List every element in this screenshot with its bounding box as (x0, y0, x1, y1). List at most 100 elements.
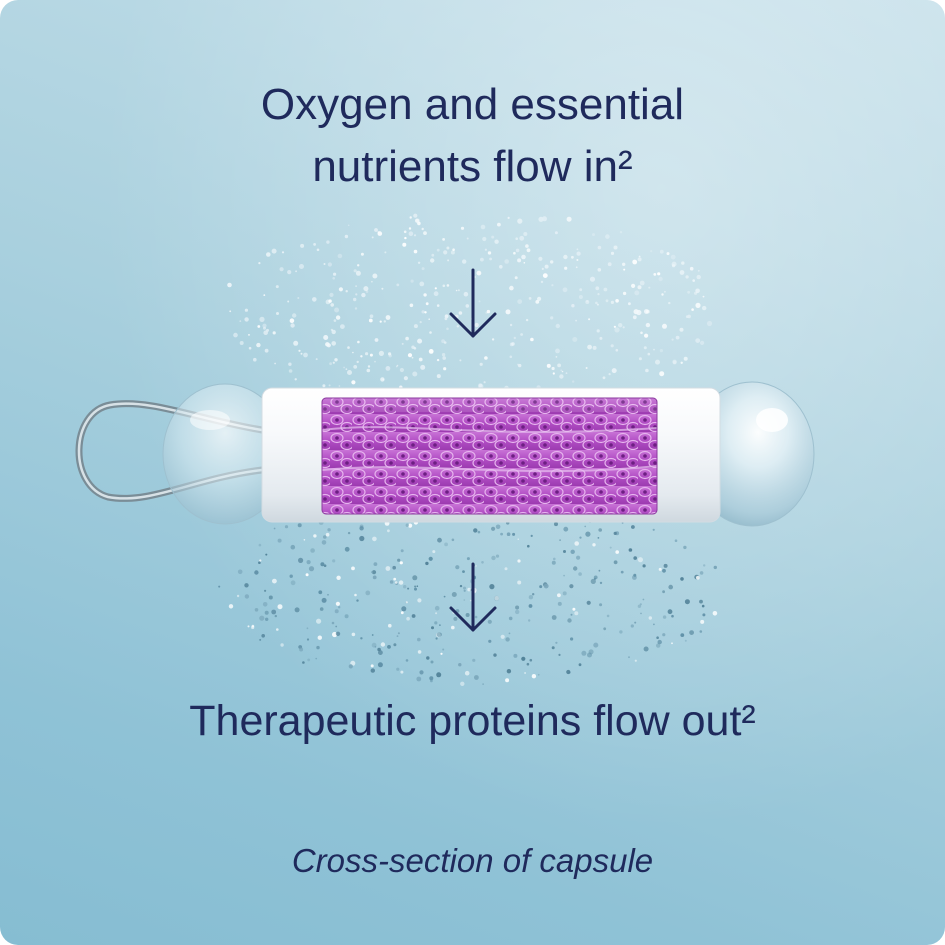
particle (259, 615, 265, 621)
particle (403, 376, 408, 381)
particle (659, 371, 665, 377)
particle (650, 250, 653, 253)
particle (262, 602, 268, 607)
particle (592, 345, 597, 350)
particle (434, 605, 440, 611)
particle (611, 368, 617, 374)
particle (674, 539, 678, 542)
particle (289, 574, 293, 578)
particle (517, 299, 523, 304)
particle (244, 308, 248, 312)
particle (658, 567, 662, 571)
particle (264, 348, 269, 353)
particle (610, 344, 614, 348)
particle (634, 659, 637, 662)
particle (685, 275, 689, 279)
particle (307, 658, 311, 662)
particle (671, 338, 674, 341)
particle (658, 276, 663, 282)
particle (398, 580, 404, 585)
particle (444, 542, 448, 547)
particle (303, 539, 306, 541)
particle (637, 604, 642, 608)
particle (239, 341, 244, 345)
particle (447, 259, 450, 262)
particle (630, 624, 634, 628)
particle (689, 266, 694, 271)
particle (517, 538, 520, 540)
particle (429, 676, 434, 681)
particle (513, 653, 518, 658)
particle (554, 522, 558, 527)
particle (300, 243, 305, 248)
particle (334, 307, 340, 313)
particle (578, 295, 583, 299)
particle (388, 352, 392, 356)
particle (550, 316, 554, 320)
particle (692, 279, 695, 282)
particle (303, 352, 308, 358)
particle (599, 336, 603, 340)
particle (680, 633, 685, 637)
particle (405, 523, 409, 527)
particle (691, 308, 694, 311)
particle (351, 380, 356, 385)
particle (333, 319, 337, 322)
particle (281, 251, 285, 254)
caption: Cross-section of capsule (291, 842, 654, 879)
particle (294, 378, 297, 381)
particle (353, 269, 357, 273)
particle (254, 570, 259, 575)
particle (551, 615, 557, 620)
particle (507, 216, 510, 219)
particle (338, 606, 341, 609)
particle (636, 309, 642, 316)
particle (332, 559, 336, 563)
particle (557, 363, 561, 368)
particle (439, 624, 441, 626)
particle (570, 549, 575, 554)
particle (515, 237, 518, 240)
particle (335, 601, 340, 606)
particle (452, 248, 455, 251)
particle (539, 585, 543, 589)
particle (633, 573, 637, 577)
particle (320, 562, 325, 567)
particle (535, 300, 540, 304)
particle (574, 541, 579, 546)
particle (531, 674, 537, 679)
particle (421, 267, 425, 271)
particle (621, 522, 624, 524)
particle (475, 565, 477, 567)
particle (642, 564, 646, 568)
particle (370, 664, 374, 668)
particle (409, 216, 412, 219)
particle (517, 218, 523, 224)
particle (463, 599, 466, 601)
particle (638, 255, 641, 258)
particle (620, 570, 624, 574)
particle (359, 535, 365, 542)
particle (287, 300, 290, 303)
particle (381, 287, 384, 290)
particle (332, 361, 335, 364)
particle (555, 641, 558, 644)
particle (613, 560, 618, 565)
particle (655, 359, 660, 365)
particle (570, 613, 573, 616)
particle (425, 561, 429, 566)
particle (594, 577, 596, 580)
particle (396, 283, 400, 287)
particle (344, 234, 349, 239)
particle (403, 230, 407, 234)
particle (417, 650, 422, 654)
particle (265, 617, 269, 621)
particle (357, 264, 360, 267)
particle (495, 524, 501, 530)
particle (393, 643, 397, 647)
particle (444, 314, 449, 319)
particle (302, 661, 305, 664)
particle (371, 570, 377, 575)
particle (353, 297, 357, 302)
particle (595, 286, 600, 291)
